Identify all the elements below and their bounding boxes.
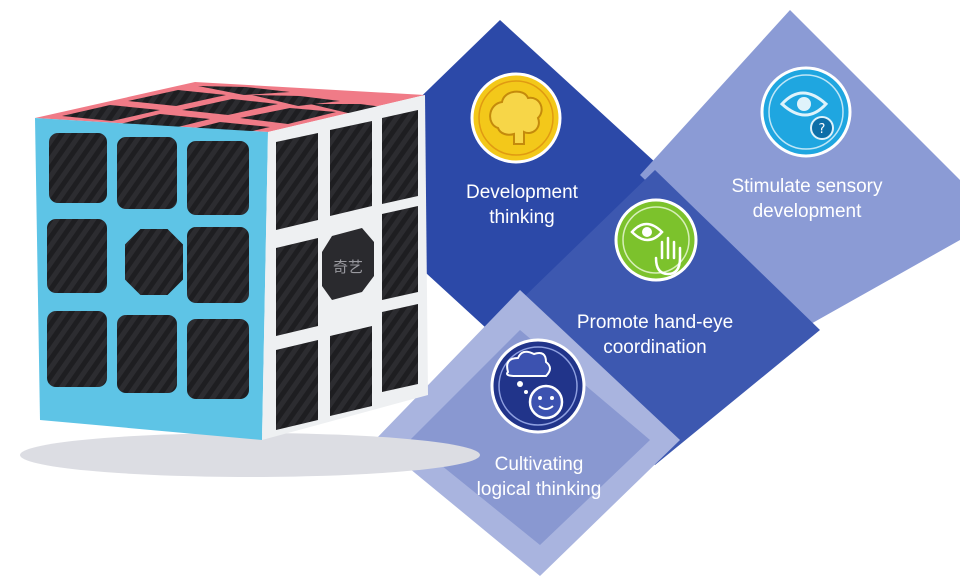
svg-text:?: ? xyxy=(819,122,826,137)
diamond-logical-inner xyxy=(410,330,650,545)
cube-right-stickers xyxy=(276,110,418,430)
brain-icon xyxy=(470,72,562,164)
rubiks-cube: 奇艺 xyxy=(20,82,480,477)
cube-front-stickers xyxy=(45,131,251,401)
feature-label-hand-eye-coordination: Promote hand-eye coordination xyxy=(576,312,734,358)
feature-label-sensory-development: Stimulate sensory development xyxy=(731,176,883,222)
cube-logo-text: 奇艺 xyxy=(333,258,363,276)
eye-hand-icon xyxy=(614,198,698,282)
feature-label-development-thinking: Development thinking xyxy=(466,182,578,228)
thought-face-icon xyxy=(490,338,586,434)
eye-question-icon: ? xyxy=(760,66,852,158)
cube-shadow xyxy=(20,433,480,477)
cube-logo-sticker xyxy=(322,228,374,300)
feature-label-logical-thinking: Cultivating logical thinking xyxy=(476,454,602,500)
diamond-logical-thinking xyxy=(375,290,680,576)
cube-top-stickers xyxy=(62,86,398,138)
